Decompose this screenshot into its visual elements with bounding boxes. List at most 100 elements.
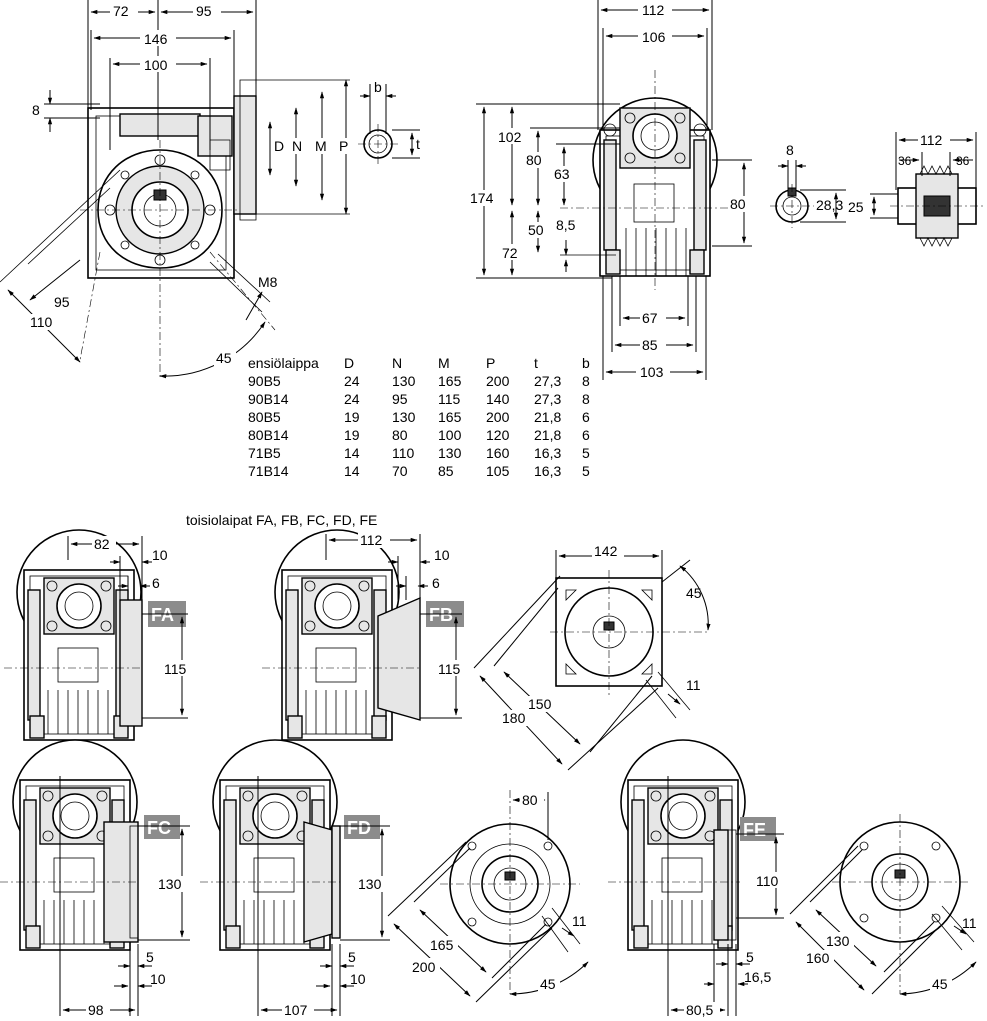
table-cell: 115: [438, 391, 461, 407]
fe-front-dim-130: 130: [826, 933, 850, 949]
dim-63: 63: [554, 166, 570, 182]
dim-110-diag: 110: [30, 314, 53, 330]
fcd-dim-11: 11: [572, 913, 587, 929]
table-cell: 27,3: [534, 391, 562, 407]
table-cell: 16,3: [534, 445, 562, 461]
table-cell: 21,8: [534, 409, 562, 425]
dim-95-top: 95: [196, 3, 212, 19]
dim-85: 85: [642, 337, 658, 353]
dim-80-side: 80: [526, 152, 542, 168]
table-header: ensiölaippa: [248, 355, 319, 371]
table-cell: 16,3: [534, 463, 562, 479]
table-cell: 14: [344, 445, 360, 461]
dim-N: N: [292, 138, 302, 154]
fd-dim-5: 5: [348, 949, 356, 965]
dim-M: M: [315, 138, 327, 154]
input-flange-table: ensiölaippa D N M P t b 90B5 24 130 165 …: [248, 354, 596, 480]
fa-dim-6: 6: [152, 575, 160, 591]
table-cell: 80B14: [248, 427, 289, 443]
table-cell: 24: [344, 373, 360, 389]
dim-103: 103: [640, 364, 664, 380]
table-cell: 105: [486, 463, 510, 479]
table-cell: 5: [582, 463, 590, 479]
table-header: M: [438, 355, 450, 371]
fe-front-dim-160: 160: [806, 950, 830, 966]
dim-45-main: 45: [216, 350, 232, 366]
dim-106: 106: [642, 29, 666, 45]
table-cell: 130: [392, 373, 416, 389]
fb-dim-10: 10: [434, 547, 450, 563]
fd-dim-130: 130: [358, 876, 382, 892]
table-header: t: [534, 355, 538, 371]
fa-dim-10: 10: [152, 547, 168, 563]
dim-P: P: [339, 138, 348, 154]
dim-b: b: [374, 79, 382, 95]
table-row: 80B5 19 130 165 200 21,8 6: [248, 408, 596, 426]
dim-36-left: 36: [898, 154, 912, 168]
dim-8-left: 8: [32, 102, 40, 118]
table-row: 71B14 14 70 85 105 16,3 5: [248, 462, 596, 480]
fc-dim-5: 5: [146, 949, 154, 965]
fe-dim-5: 5: [746, 949, 754, 965]
dim-25: 25: [848, 199, 864, 215]
dim-36-right: 36: [956, 154, 970, 168]
fcd-front-view: 80 11 165 200 45: [387, 790, 589, 1003]
fb-dim-6: 6: [432, 575, 440, 591]
fe-front-dim-45: 45: [932, 976, 948, 992]
dim-50: 50: [528, 222, 544, 238]
table-cell: 110: [392, 445, 415, 461]
dim-146: 146: [144, 31, 168, 47]
output-flanges-caption: toisiolaipat FA, FB, FC, FD, FE: [186, 512, 378, 528]
table-row: 90B14 24 95 115 140 27,3 8: [248, 390, 596, 408]
dim-100: 100: [144, 57, 168, 73]
table-row: 90B5 24 130 165 200 27,3 8: [248, 372, 596, 390]
fb-view: FB 112 10 6 115: [262, 529, 468, 741]
table-cell: 8: [582, 373, 590, 389]
table-header-row: ensiölaippa D N M P t b: [248, 354, 596, 372]
dim-D: D: [274, 138, 284, 154]
fe-dim-16-5: 16,5: [744, 969, 771, 985]
fd-view: FD 130 5 10 107: [200, 739, 390, 1018]
table-cell: 71B5: [248, 445, 281, 461]
fe-front-view: 11 130 160 45: [789, 814, 977, 997]
side-view: [560, 70, 750, 290]
fd-dim-107: 107: [284, 1002, 308, 1018]
table-cell: 6: [582, 427, 590, 443]
table-cell: 85: [438, 463, 454, 479]
fc-dim-130: 130: [158, 876, 182, 892]
table-cell: 165: [438, 373, 462, 389]
fb-dim-112: 112: [360, 532, 383, 548]
table-cell: 100: [438, 427, 462, 443]
fe-tag: FE: [740, 817, 776, 841]
fab-dim-150: 150: [528, 696, 552, 712]
fd-dim-10: 10: [350, 971, 366, 987]
main-view: [0, 79, 276, 378]
table-cell: 19: [344, 427, 360, 443]
dim-95-diag: 95: [54, 294, 70, 310]
table-cell: 200: [486, 373, 510, 389]
dim-72: 72: [113, 3, 129, 19]
fe-dim-110: 110: [756, 873, 779, 889]
table-header: P: [486, 355, 496, 371]
table-cell: 14: [344, 463, 360, 479]
fa-dim-82: 82: [94, 536, 110, 552]
dim-67: 67: [642, 310, 658, 326]
fab-dim-180: 180: [502, 710, 526, 726]
table-cell: 5: [582, 445, 590, 461]
table-cell: 200: [486, 409, 510, 425]
side-view-dims: 112 106 174 102 80 63 50 8,5 72 80 67 85…: [468, 0, 752, 380]
table-row: 71B5 14 110 130 160 16,3 5: [248, 444, 596, 462]
dim-102: 102: [498, 129, 522, 145]
table-row: 80B14 19 80 100 120 21,8 6: [248, 426, 596, 444]
fc-tag: FC: [144, 815, 180, 839]
fcd-dim-80: 80: [522, 792, 538, 808]
fa-dim-115: 115: [164, 661, 187, 677]
table-cell: 21,8: [534, 427, 562, 443]
table-cell: 90B14: [248, 391, 289, 407]
svg-text:FD: FD: [347, 818, 371, 838]
fcd-dim-200: 200: [412, 959, 436, 975]
table-cell: 130: [392, 409, 416, 425]
table-cell: 90B5: [248, 373, 281, 389]
dim-80-right: 80: [730, 196, 746, 212]
dim-72-side: 72: [502, 245, 518, 261]
